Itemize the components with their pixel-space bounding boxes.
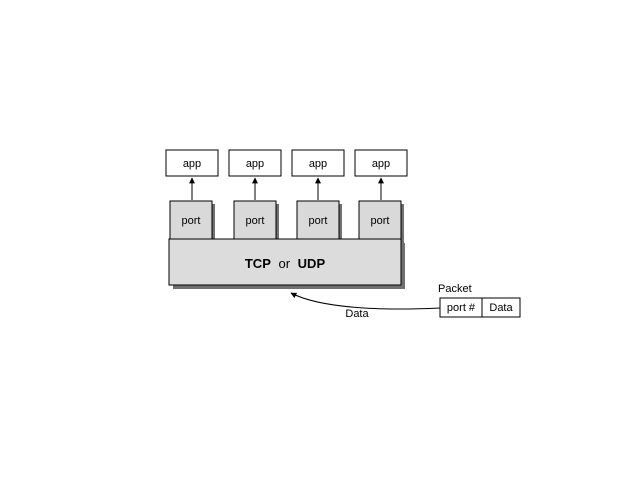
port-box-2: port <box>233 200 279 244</box>
data-flow-arrow <box>290 292 441 310</box>
packet-data-field <box>481 297 521 318</box>
app-label-4: app <box>372 158 390 170</box>
app-label-1: app <box>183 158 201 170</box>
port-label-4: port <box>371 215 390 227</box>
app-label-2: app <box>246 158 264 170</box>
app-box-2: app <box>228 149 282 177</box>
packet-port-label: port # <box>447 302 476 314</box>
app-box-4: app <box>354 149 408 177</box>
port-box-1: port <box>169 200 215 244</box>
or-label: or <box>278 256 290 271</box>
udp-label: UDP <box>298 256 326 271</box>
transport-label: TCP or UDP <box>245 256 326 271</box>
port-to-app-arrows <box>189 177 384 200</box>
port-label-3: port <box>309 215 328 227</box>
arrow-data-label: Data <box>345 308 369 320</box>
port-box-4: port <box>358 200 404 244</box>
app-row: app app app app <box>165 149 408 177</box>
packet-title: Packet <box>438 283 472 295</box>
app-box-1: app <box>165 149 219 177</box>
packet-data-label: Data <box>489 302 513 314</box>
app-label-3: app <box>309 158 327 170</box>
port-row: port port port port <box>169 200 404 244</box>
port-box-3: port <box>296 200 342 244</box>
port-label-2: port <box>246 215 265 227</box>
app-box-3: app <box>291 149 345 177</box>
packet: Packet port # Data <box>438 283 521 318</box>
tcp-label: TCP <box>245 256 271 271</box>
port-label-1: port <box>182 215 201 227</box>
transport-layer-box: TCP or UDP <box>168 238 405 289</box>
